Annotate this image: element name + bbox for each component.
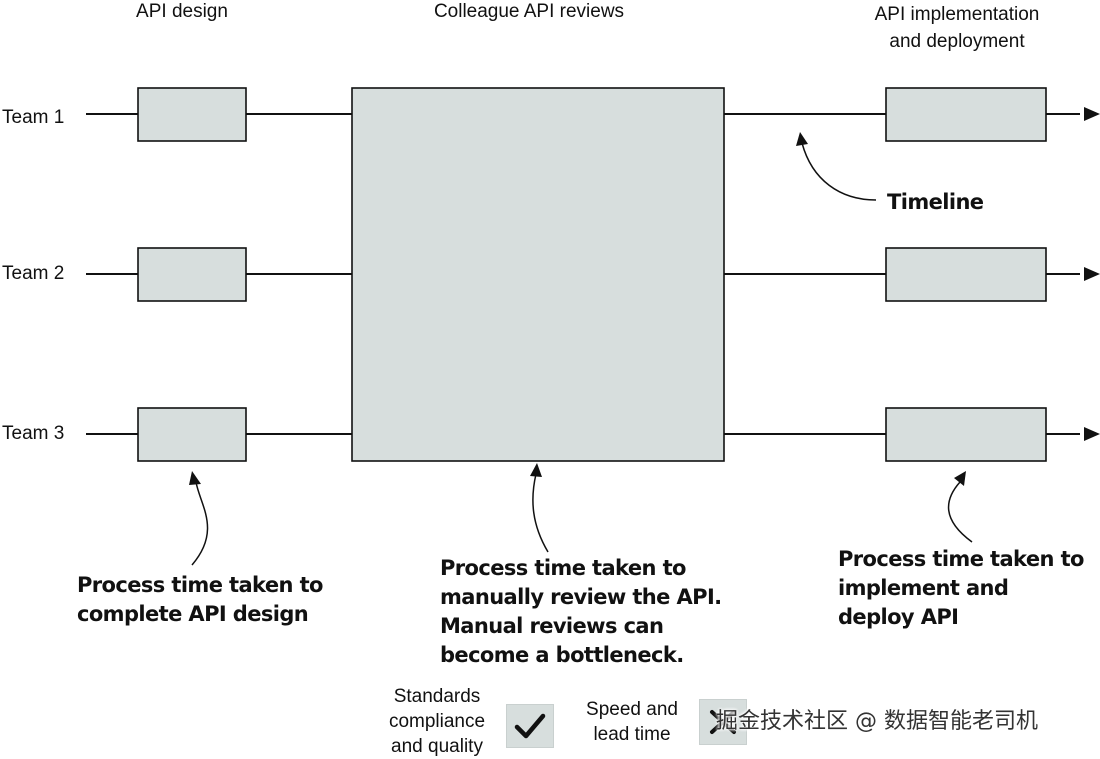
team-1-design-box bbox=[137, 87, 247, 142]
legend-standards-line: compliance bbox=[388, 711, 486, 732]
legend-standards-line: and quality bbox=[391, 736, 483, 757]
team-3-impl-box bbox=[885, 407, 1047, 462]
impl-note-line: Process time taken to bbox=[838, 547, 1084, 571]
legend-speed-line: Speed and bbox=[586, 699, 678, 720]
team-1-impl-box bbox=[885, 87, 1047, 142]
design-annotation: Process time taken to complete API desig… bbox=[77, 571, 323, 629]
review-note-line: Process time taken to bbox=[440, 556, 686, 580]
design-callout-curve bbox=[191, 481, 209, 566]
legend-speed-line: lead time bbox=[593, 724, 671, 745]
impl-annotation: Process time taken to implement and depl… bbox=[838, 545, 1084, 632]
team-3-design-box bbox=[137, 407, 247, 462]
timeline-annotation: Timeline bbox=[887, 190, 984, 214]
checkmark-icon-glyph bbox=[514, 713, 546, 739]
legend-standards-label: Standards compliance and quality bbox=[380, 684, 494, 759]
design-callout-arrowhead bbox=[189, 471, 201, 485]
team-3-arrowhead bbox=[1084, 427, 1100, 441]
watermark-text: 掘金技术社区 @ 数据智能老司机 bbox=[716, 709, 1038, 734]
timeline-callout-curve bbox=[801, 142, 877, 201]
legend-standards-line: Standards bbox=[393, 686, 481, 707]
impl-callout-arrowhead bbox=[954, 471, 966, 486]
header-impl-line-1: API implementation bbox=[874, 4, 1040, 25]
header-colleague-reviews: Colleague API reviews bbox=[433, 1, 625, 22]
team-2-label: Team 2 bbox=[2, 263, 65, 284]
team-1-label: Team 1 bbox=[2, 107, 65, 128]
review-callout-arrowhead bbox=[530, 463, 542, 477]
design-note-line: Process time taken to bbox=[77, 573, 323, 597]
review-note-line: manually review the API. bbox=[440, 585, 722, 609]
team-3-label: Team 3 bbox=[2, 423, 65, 444]
team-2-arrowhead bbox=[1084, 267, 1100, 281]
timeline-callout-arrowhead bbox=[796, 132, 808, 146]
review-note-line: become a bottleneck. bbox=[440, 643, 684, 667]
review-callout-curve bbox=[532, 473, 549, 553]
cross-icon-glyph bbox=[710, 710, 736, 734]
cross-icon bbox=[699, 699, 747, 745]
team-2-design-box bbox=[137, 247, 247, 302]
review-box bbox=[351, 87, 725, 462]
team-2-impl-box bbox=[885, 247, 1047, 302]
legend-speed-label: Speed and lead time bbox=[574, 697, 690, 747]
review-note-line: Manual reviews can bbox=[440, 614, 664, 638]
header-api-design: API design bbox=[136, 1, 228, 22]
impl-note-line: implement and bbox=[838, 576, 1009, 600]
review-annotation: Process time taken to manually review th… bbox=[440, 554, 722, 670]
header-implementation: API implementation and deployment bbox=[852, 1, 1062, 55]
checkmark-icon bbox=[506, 704, 554, 748]
team-1-arrowhead bbox=[1084, 107, 1100, 121]
impl-callout-curve bbox=[947, 481, 973, 543]
design-note-line: complete API design bbox=[77, 602, 309, 626]
header-impl-line-2: and deployment bbox=[889, 31, 1025, 52]
impl-note-line: deploy API bbox=[838, 605, 959, 629]
